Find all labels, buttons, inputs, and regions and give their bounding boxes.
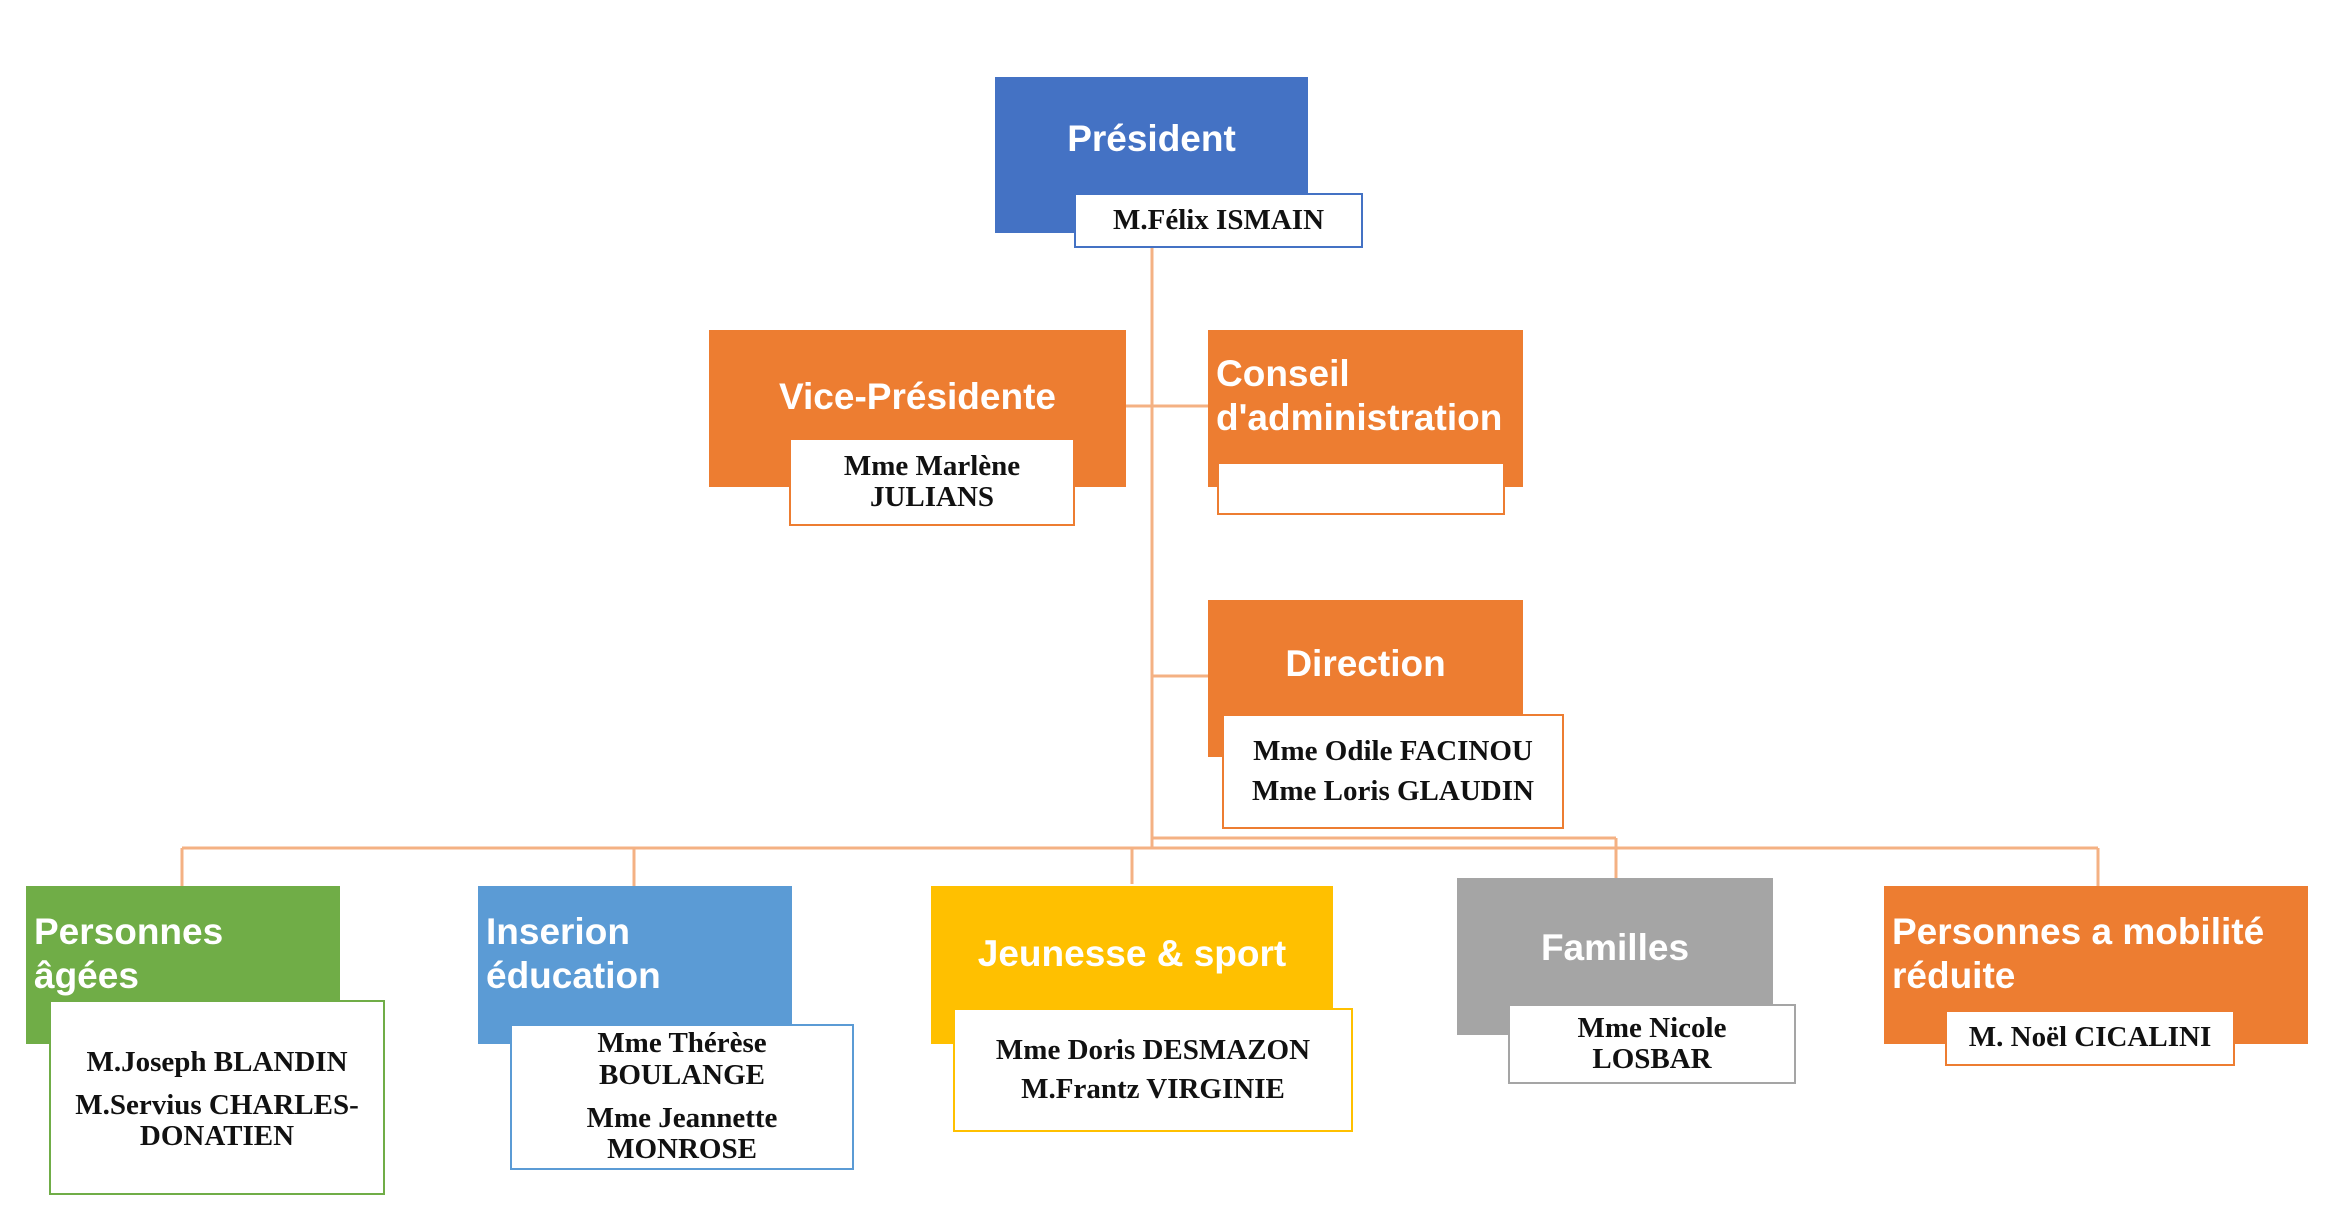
- direction-title: Direction: [1285, 643, 1446, 684]
- dept-title-line: réduite: [1892, 955, 2016, 997]
- dept-name: M.Frantz VIRGINIE: [1021, 1073, 1285, 1105]
- dept-title-line: éducation: [486, 955, 661, 997]
- dept-name: Mme Doris DESMAZON: [995, 1033, 1311, 1066]
- dept-insertion-education-box: Inserion éducation: [478, 886, 792, 1044]
- dept-title-line: Personnes: [34, 911, 224, 952]
- conseil-title-line: Conseil: [1216, 353, 1350, 394]
- president-name: M.Félix ISMAIN: [1112, 203, 1325, 236]
- vice-president-title: Vice-Présidente: [779, 376, 1056, 417]
- direction-name: Mme Loris GLAUDIN: [1252, 774, 1534, 807]
- dept-name: M.Joseph BLANDIN: [86, 1045, 348, 1078]
- dept-mobilite-reduite-names: M. Noël CICALINI: [1945, 1010, 2235, 1066]
- direction-name-tag: Mme Odile FACINOU Mme Loris GLAUDIN: [1222, 714, 1564, 829]
- dept-title-line: Inserion: [486, 911, 630, 952]
- president-title: Président: [1067, 118, 1236, 159]
- dept-title-line: âgées: [34, 955, 139, 997]
- vice-president-name-line: Mme Marlène: [843, 449, 1021, 482]
- dept-name: DONATIEN: [139, 1120, 295, 1153]
- conseil-box: Conseil d'administration: [1208, 330, 1523, 487]
- conseil-name-tag: [1217, 462, 1505, 515]
- dept-name: Mme Thérèse: [597, 1027, 767, 1060]
- dept-familles-names: Mme Nicole LOSBAR: [1508, 1004, 1796, 1084]
- dept-jeunesse-sport-names: Mme Doris DESMAZON M.Frantz VIRGINIE: [953, 1008, 1353, 1132]
- dept-name: M. Noël CICALINI: [1968, 1021, 2212, 1054]
- dept-insertion-education-names: Mme Thérèse BOULANGE Mme Jeannette MONRO…: [510, 1024, 854, 1170]
- vice-president-name-line: JULIANS: [869, 481, 995, 513]
- dept-title-line: Jeunesse & sport: [977, 933, 1287, 974]
- dept-name: Mme Jeannette: [586, 1102, 778, 1134]
- dept-name: Mme Nicole: [1577, 1011, 1727, 1044]
- dept-name: M.Servius CHARLES-: [75, 1088, 359, 1121]
- dept-name: BOULANGE: [599, 1058, 765, 1091]
- president-name-tag: M.Félix ISMAIN: [1074, 193, 1363, 248]
- dept-title-line: Familles: [1540, 927, 1690, 968]
- direction-name: Mme Odile FACINOU: [1253, 735, 1533, 768]
- dept-personnes-agees-names: M.Joseph BLANDIN M.Servius CHARLES- DONA…: [49, 1000, 385, 1195]
- dept-name: LOSBAR: [1592, 1043, 1712, 1075]
- dept-name: MONROSE: [607, 1133, 757, 1166]
- vice-president-name-tag: Mme Marlène JULIANS: [789, 438, 1075, 526]
- dept-title-line: Personnes a mobilité: [1892, 911, 2265, 952]
- conseil-title-line: d'administration: [1216, 397, 1503, 439]
